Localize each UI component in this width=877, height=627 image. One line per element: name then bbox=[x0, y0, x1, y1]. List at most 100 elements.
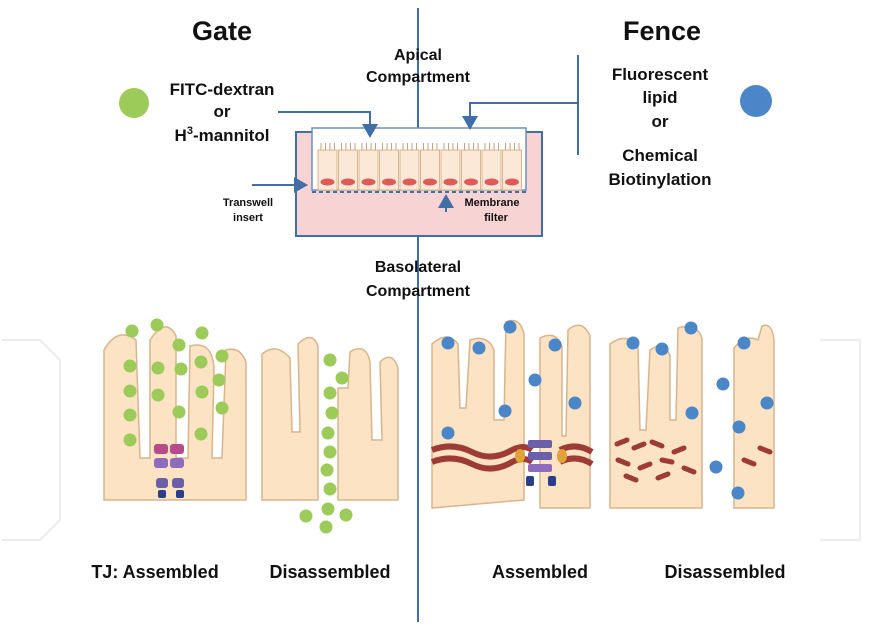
tracer-dot bbox=[441, 426, 455, 440]
gate-title: Gate bbox=[192, 16, 252, 46]
tj-protein bbox=[176, 490, 184, 498]
tracer-dot bbox=[194, 427, 208, 441]
microvilli bbox=[402, 143, 417, 150]
gate-assembled-label: TJ: Assembled bbox=[91, 562, 218, 582]
tj-protein bbox=[172, 478, 184, 488]
fence-disassembled-tracers bbox=[626, 321, 774, 500]
tracer-dot bbox=[498, 404, 512, 418]
basolateral-label-1: Basolateral bbox=[375, 259, 461, 276]
tracer-dot bbox=[626, 336, 640, 350]
tracer-dot bbox=[323, 445, 337, 459]
microvilli bbox=[464, 143, 479, 150]
microvilli bbox=[423, 143, 438, 150]
tj-protein bbox=[170, 458, 184, 468]
transwell-apparatus bbox=[295, 127, 543, 237]
cell-nucleus bbox=[464, 178, 478, 186]
tracer-dot bbox=[299, 509, 313, 523]
monolayer-cells bbox=[317, 143, 522, 191]
cell-nucleus bbox=[361, 178, 376, 186]
membrane-label-1: Membrane bbox=[464, 197, 519, 209]
tracer-dot bbox=[123, 359, 137, 373]
tj-protein bbox=[154, 458, 168, 468]
tj-protein bbox=[154, 444, 168, 454]
gate-assembled-junction bbox=[154, 444, 184, 498]
tracer-dot bbox=[548, 338, 562, 352]
tracer-dot bbox=[737, 336, 751, 350]
tj-protein bbox=[528, 452, 552, 460]
tracer-dot bbox=[528, 373, 542, 387]
gate-tracer-line3: H3-mannitol bbox=[175, 125, 270, 145]
tracer-dot bbox=[123, 384, 137, 398]
tracer-dot bbox=[323, 386, 337, 400]
microvilli bbox=[443, 143, 458, 150]
cell-nucleus bbox=[402, 178, 417, 186]
tracer-dot bbox=[684, 321, 698, 335]
tracer-dot bbox=[125, 324, 139, 338]
fence-tracer-line5: Biotinylation bbox=[609, 170, 712, 189]
fence-assembled-tracers bbox=[441, 320, 582, 440]
tj-protein bbox=[528, 464, 552, 472]
tj-protein bbox=[156, 478, 168, 488]
tracer-dot bbox=[323, 482, 337, 496]
tracer-dot bbox=[150, 318, 164, 332]
membrane-label-2: filter bbox=[484, 212, 509, 224]
fence-tracer-line1: Fluorescent bbox=[612, 65, 709, 84]
tracer-dot bbox=[472, 341, 486, 355]
tracer-dot bbox=[441, 336, 455, 350]
fence-disassembled-fragments bbox=[614, 437, 773, 483]
transwell-label-2: insert bbox=[233, 212, 263, 224]
tracer-dot bbox=[151, 361, 165, 375]
tracer-dot bbox=[335, 371, 349, 385]
tracer-dot bbox=[339, 508, 353, 522]
gate-assembled-tracers bbox=[123, 318, 229, 447]
background-watermark bbox=[2, 339, 861, 541]
tracer-dot bbox=[319, 520, 333, 534]
tj-protein bbox=[526, 476, 534, 486]
tracer-dot bbox=[174, 362, 188, 376]
microvilli bbox=[361, 143, 376, 150]
tracer-dot bbox=[503, 320, 517, 334]
tracer-dot bbox=[123, 408, 137, 422]
fence-tracer-dot bbox=[740, 85, 772, 117]
fence-disassembled-label: Disassembled bbox=[664, 562, 785, 582]
gate-arrow bbox=[278, 111, 378, 138]
tracer-dot bbox=[215, 349, 229, 363]
fence-tracer-line3: or bbox=[652, 112, 669, 131]
cell-nucleus bbox=[423, 178, 437, 186]
tracer-dot bbox=[321, 426, 335, 440]
tracer-dot bbox=[321, 502, 335, 516]
tracer-dot bbox=[655, 342, 669, 356]
gate-disassembled-cells bbox=[261, 336, 399, 501]
transwell-label-1: Transwell bbox=[223, 197, 273, 209]
fence-title: Fence bbox=[623, 16, 701, 46]
tracer-dot bbox=[732, 420, 746, 434]
tracer-dot bbox=[151, 388, 165, 402]
cell-nucleus bbox=[320, 178, 335, 186]
tracer-dot bbox=[685, 406, 699, 420]
tj-protein bbox=[528, 440, 552, 448]
gate-disassembled-label: Disassembled bbox=[269, 562, 390, 582]
apical-label-2: Compartment bbox=[366, 69, 471, 86]
tracer-dot bbox=[568, 396, 582, 410]
cell-nucleus bbox=[341, 178, 355, 186]
fence-assembled-cells bbox=[431, 319, 591, 509]
microvilli bbox=[341, 143, 356, 150]
gate-tracer-line1: FITC-dextran bbox=[170, 80, 275, 99]
cell-nucleus bbox=[443, 178, 458, 186]
tracer-dot bbox=[325, 406, 339, 420]
cell-nucleus bbox=[484, 178, 499, 186]
tracer-dot bbox=[212, 373, 226, 387]
fence-arrow bbox=[462, 102, 578, 130]
tracer-dot bbox=[760, 396, 774, 410]
tj-protein bbox=[548, 476, 556, 486]
cell-nucleus bbox=[505, 178, 519, 186]
tracer-dot bbox=[215, 401, 229, 415]
tracer-dot bbox=[195, 326, 209, 340]
basolateral-label-2: Compartment bbox=[366, 283, 471, 300]
gate-tracer-line2: or bbox=[214, 102, 231, 121]
tracer-dot bbox=[320, 463, 334, 477]
tracer-dot bbox=[709, 460, 723, 474]
microvilli bbox=[484, 143, 499, 150]
